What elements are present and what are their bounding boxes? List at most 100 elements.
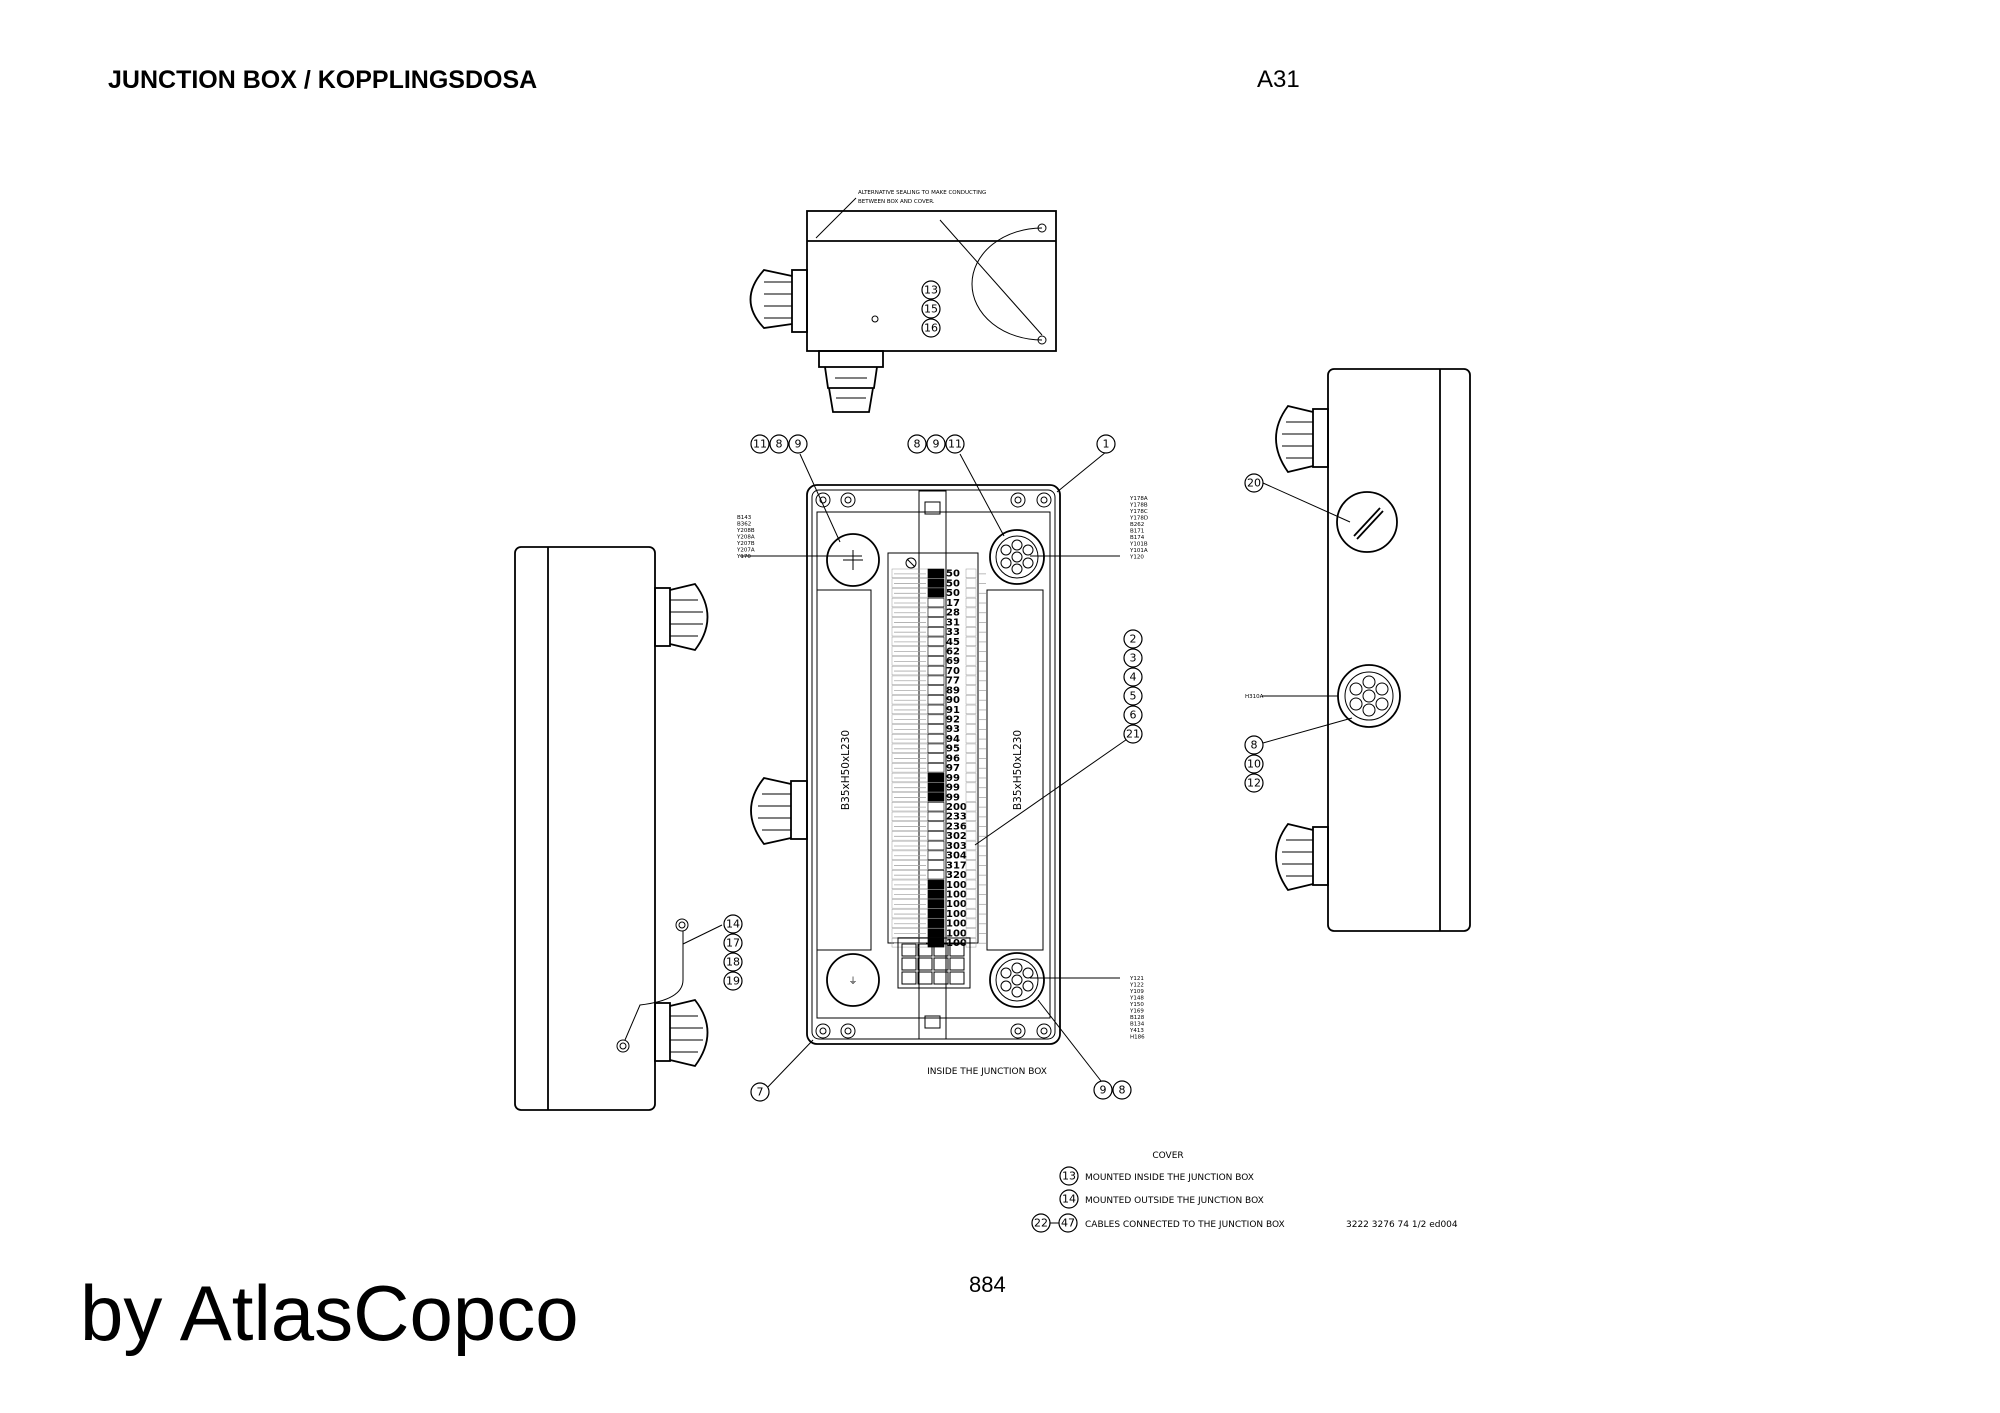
terminal-number: 91 <box>946 705 960 716</box>
svg-text:14: 14 <box>726 918 740 931</box>
cable-tag: Y121 <box>1129 976 1144 982</box>
cable-tag: Y178C <box>1129 509 1148 515</box>
cable-tag: Y122 <box>1129 983 1144 989</box>
top-view: ALTERNATIVE SEALING TO MAKE CONDUCTING B… <box>749 190 1057 413</box>
callout-bubble: 13 <box>921 280 941 300</box>
cable-tag: Y150 <box>1129 1002 1144 1008</box>
rail-label-left: B35xH50xL230 <box>840 730 852 810</box>
cable-tag: Y413 <box>1129 1028 1144 1034</box>
legend: COVER 13 MOUNTED INSIDE THE JUNCTION BOX… <box>1031 1151 1458 1233</box>
terminal-row: 96 <box>891 753 986 764</box>
terminal-number: 17 <box>946 598 960 609</box>
callout-bubble: 9 <box>926 434 946 454</box>
right-view-tag: H310A <box>1245 694 1264 700</box>
right-side-view: H310A <box>1245 368 1471 932</box>
cable-tag: Y208A <box>736 535 755 541</box>
terminal-number: 69 <box>946 656 960 667</box>
callout-bubble: 19 <box>723 971 743 991</box>
svg-text:14: 14 <box>1062 1193 1076 1206</box>
terminal-row: 70 <box>891 665 986 677</box>
legend-item-3: 22 47 <box>1031 1213 1078 1233</box>
terminal-number: 33 <box>946 627 960 638</box>
terminal-number: 45 <box>946 637 960 648</box>
terminal-row: 28 <box>891 607 986 619</box>
terminal-row: 69 <box>891 656 986 667</box>
terminal-row: 97 <box>891 763 986 774</box>
cable-tag: Y101B <box>1129 542 1148 548</box>
terminal-row: 90 <box>891 695 986 706</box>
cable-tag: Y170 <box>736 554 751 560</box>
terminal-row: 100 <box>891 879 986 891</box>
svg-text:9: 9 <box>1100 1084 1107 1097</box>
diagram-code: A31 <box>1257 66 1300 93</box>
cable-tag: H186 <box>1130 1035 1145 1041</box>
terminal-row: 303 <box>891 840 986 852</box>
terminal-row: 200 <box>891 801 986 813</box>
top-view-note-line2: BETWEEN BOX AND COVER. <box>858 199 935 205</box>
terminal-row: 31 <box>891 617 986 628</box>
callout-bubble: 8 <box>907 434 927 454</box>
terminal-number: 50 <box>946 569 960 580</box>
page-number: 884 <box>969 1272 1006 1297</box>
cable-tag: Y169 <box>1129 1009 1144 1015</box>
cable-tag: Y101A <box>1129 548 1148 554</box>
callout-bubble: 7 <box>750 1082 770 1102</box>
terminal-number: 99 <box>946 773 960 784</box>
svg-text:4: 4 <box>1130 671 1137 684</box>
terminal-row: 317 <box>891 860 986 871</box>
cable-tag: B134 <box>1130 1022 1145 1028</box>
cable-tag: B171 <box>1130 529 1144 535</box>
svg-text:8: 8 <box>1119 1084 1126 1097</box>
terminal-row: 100 <box>891 918 986 930</box>
terminal-row: 236 <box>891 821 986 832</box>
callout-bubble: 14 <box>723 914 743 934</box>
svg-text:20: 20 <box>1247 477 1261 490</box>
terminal-row: 50 <box>891 588 986 599</box>
svg-text:8: 8 <box>914 438 921 451</box>
svg-text:9: 9 <box>795 438 802 451</box>
svg-text:15: 15 <box>924 303 938 316</box>
svg-text:11: 11 <box>753 438 767 451</box>
terminal-number: 92 <box>946 715 960 726</box>
legend-item-1: 13 <box>1059 1166 1079 1186</box>
terminal-number: 200 <box>946 802 967 813</box>
cable-tag: B262 <box>1130 522 1144 528</box>
terminal-number: 62 <box>946 646 960 657</box>
terminal-row: 99 <box>891 792 986 803</box>
svg-text:8: 8 <box>1251 739 1258 752</box>
left-side-view <box>514 546 808 1111</box>
terminal-number: 90 <box>946 695 960 706</box>
svg-text:16: 16 <box>924 322 938 335</box>
terminal-number: 100 <box>946 899 967 910</box>
top-view-note-line1: ALTERNATIVE SEALING TO MAKE CONDUCTING <box>858 190 986 196</box>
cable-tag: B143 <box>737 515 752 521</box>
svg-text:47: 47 <box>1061 1217 1075 1230</box>
callout-bubble: 11 <box>945 434 965 454</box>
svg-text:10: 10 <box>1247 758 1261 771</box>
callout-bubble: 2 <box>1123 629 1143 649</box>
legend-item-2: 14 <box>1059 1189 1079 1209</box>
terminal-number: 303 <box>946 841 967 852</box>
cable-tag: B128 <box>1130 1015 1145 1021</box>
terminal-number: 100 <box>946 889 967 900</box>
terminal-number: 50 <box>946 578 960 589</box>
svg-text:1: 1 <box>1103 438 1110 451</box>
cable-tags-upper-right: Y178AY178BY178CY178DB262B171B174Y101BY10… <box>1129 496 1148 561</box>
callout-bubble: 5 <box>1123 686 1143 706</box>
svg-text:⏚: ⏚ <box>848 976 857 987</box>
terminal-number: 304 <box>946 851 967 862</box>
inside-label: INSIDE THE JUNCTION BOX <box>927 1067 1047 1077</box>
callout-bubble: 21 <box>1123 724 1143 744</box>
page-title: JUNCTION BOX / KOPPLINGSDOSA <box>108 66 538 94</box>
terminal-number: 100 <box>946 928 967 939</box>
terminal-row: 94 <box>891 733 986 745</box>
terminal-row: 320 <box>891 870 986 881</box>
svg-text:6: 6 <box>1130 709 1137 722</box>
terminal-row: 50 <box>891 578 986 589</box>
terminal-row: 302 <box>891 831 986 842</box>
svg-text:11: 11 <box>948 438 962 451</box>
callout-bubble: 9 <box>1093 1080 1113 1100</box>
callout-bubble: 3 <box>1123 648 1143 668</box>
